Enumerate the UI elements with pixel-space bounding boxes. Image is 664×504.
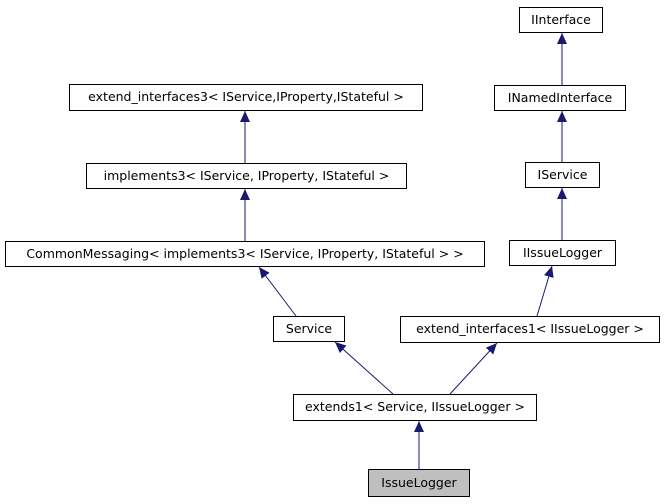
inheritance-arrow-service-to-commonmessaging	[258, 266, 297, 317]
inheritance-arrow-extends1-to-service	[334, 341, 394, 395]
inheritance-arrow-extend-interfaces1-to-iissuelogger	[536, 265, 554, 317]
class-node-extend-interfaces1[interactable]: extend_interfaces1< IIssueLogger >	[400, 316, 660, 343]
class-node-extends1[interactable]: extends1< Service, IIssueLogger >	[293, 394, 537, 421]
class-node-commonmessaging[interactable]: CommonMessaging< implements3< IService, …	[5, 241, 485, 267]
class-node-iservice[interactable]: IService	[525, 162, 600, 188]
class-node-implements3[interactable]: implements3< IService, IProperty, IState…	[86, 163, 407, 189]
class-node-issuelogger: IssueLogger	[368, 469, 470, 497]
class-node-inamedinterface[interactable]: INamedInterface	[494, 85, 626, 111]
class-node-extend-interfaces3[interactable]: extend_interfaces3< IService,IProperty,I…	[69, 84, 423, 111]
class-node-iissuelogger[interactable]: IIssueLogger	[509, 240, 616, 266]
class-node-iinterface[interactable]: IInterface	[519, 7, 603, 33]
inheritance-arrow-extends1-to-extend-interfaces1	[449, 342, 498, 395]
class-node-service[interactable]: Service	[273, 316, 345, 342]
